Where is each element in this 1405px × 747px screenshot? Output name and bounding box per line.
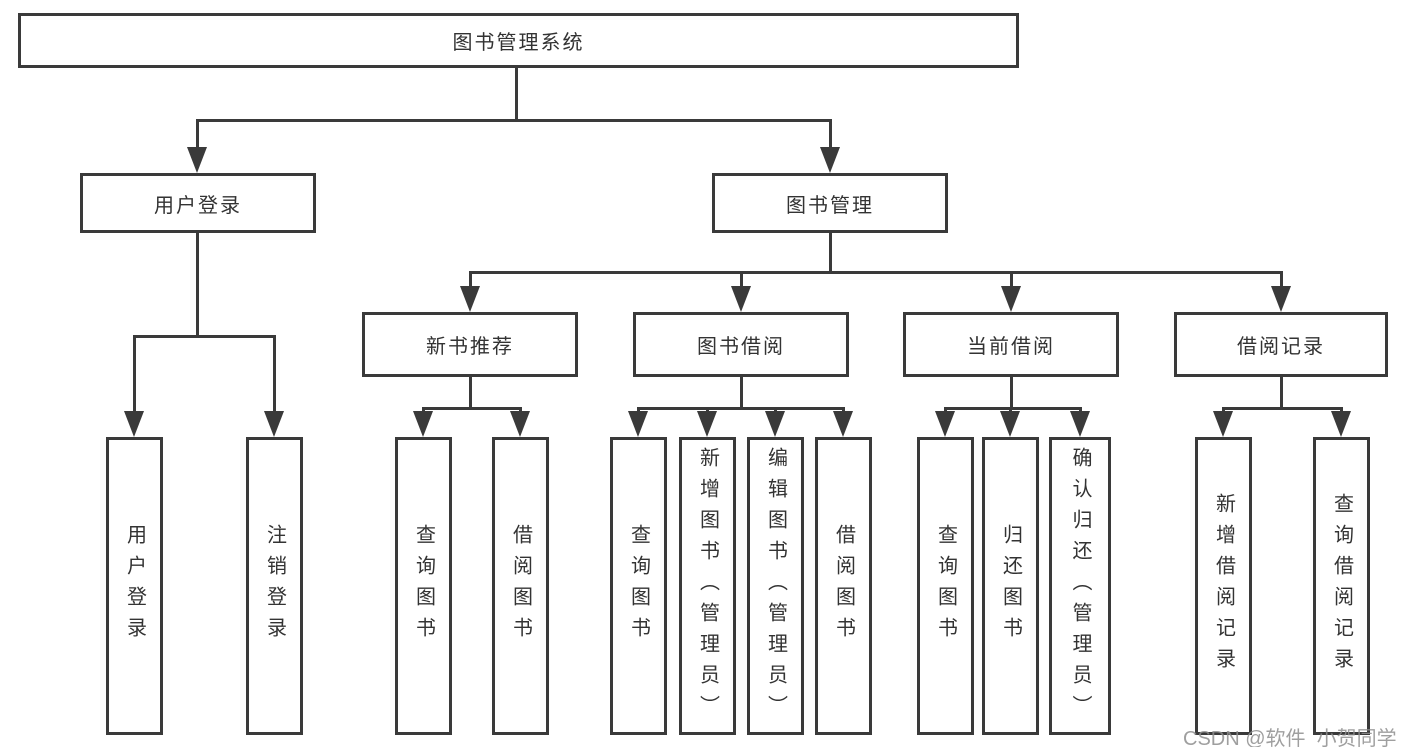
node-borrow-record: 借阅记录: [1174, 312, 1388, 377]
node-root: 图书管理系统: [18, 13, 1019, 68]
leaf-borrow-query: 查询图书: [610, 437, 667, 735]
arrowhead-borrow-borrow: [833, 411, 853, 437]
connector-current-stub: [1010, 376, 1013, 409]
connector-newbook-hline: [422, 407, 522, 410]
leaf-user-login: 用户登录: [106, 437, 163, 735]
connector-mgmt-hline: [469, 271, 1283, 274]
arrowhead-book-mgmt: [820, 147, 840, 173]
arrowhead-borrow-add: [697, 411, 717, 437]
connector-root-hline: [196, 119, 832, 122]
leaf-borrow-borrow: 借阅图书: [815, 437, 872, 735]
leaf-borrow-edit: 编辑图书（管理员）: [747, 437, 804, 735]
leaf-borrow-add-label: 新增图书（管理员）: [696, 446, 719, 726]
node-borrow-record-label: 借阅记录: [1237, 336, 1325, 358]
connector-user-hline: [133, 335, 276, 338]
leaf-borrow-query-label: 查询图书: [627, 524, 650, 648]
leaf-current-confirm-label: 确认归还（管理员）: [1069, 446, 1091, 726]
connector-borrow-stub: [740, 376, 743, 409]
arrowhead-borrow-edit: [765, 411, 785, 437]
connector-record-stub: [1280, 376, 1283, 409]
csdn-watermark: CSDN @软件_小贺同学: [1183, 728, 1397, 747]
leaf-record-add: 新增借阅记录: [1195, 437, 1252, 735]
arrowhead-new-book: [460, 286, 480, 312]
leaf-borrow-borrow-label: 借阅图书: [832, 524, 855, 648]
node-book-mgmt-label: 图书管理: [786, 194, 874, 217]
arrowhead-borrow-query: [628, 411, 648, 437]
arrowhead-leaf-user-login: [124, 411, 144, 437]
leaf-current-query-label: 查询图书: [934, 524, 957, 648]
connector-shaft-borrow-record: [1280, 271, 1283, 289]
leaf-record-add-label: 新增借阅记录: [1212, 493, 1235, 679]
node-current-borrow-label: 当前借阅: [967, 336, 1055, 358]
leaf-newbook-borrow-label: 借阅图书: [509, 524, 532, 648]
connector-mgmt-stub: [829, 231, 832, 273]
arrowhead-borrow-record: [1271, 286, 1291, 312]
leaf-current-query: 查询图书: [917, 437, 974, 735]
leaf-record-query: 查询借阅记录: [1313, 437, 1370, 735]
node-root-label: 图书管理系统: [452, 32, 585, 54]
node-user-login: 用户登录: [80, 173, 316, 233]
leaf-logout: 注销登录: [246, 437, 303, 735]
arrowhead-current-borrow: [1001, 286, 1021, 312]
leaf-current-return-label: 归还图书: [999, 524, 1022, 648]
arrowhead-newbook-query: [413, 411, 433, 437]
node-book-borrow: 图书借阅: [633, 312, 849, 377]
connector-shaft-book-mgmt: [829, 119, 832, 151]
connector-shaft-new-book: [469, 271, 472, 289]
connector-newbook-stub: [469, 376, 472, 409]
arrowhead-book-borrow: [731, 286, 751, 312]
node-new-book-label: 新书推荐: [426, 336, 514, 358]
arrowhead-user-login: [187, 147, 207, 173]
connector-root-stub: [515, 66, 518, 122]
connector-user-stub: [196, 231, 199, 337]
node-new-book: 新书推荐: [362, 312, 578, 377]
leaf-current-return: 归还图书: [982, 437, 1039, 735]
node-current-borrow: 当前借阅: [903, 312, 1119, 377]
arrowhead-current-confirm: [1070, 411, 1090, 437]
node-book-borrow-label: 图书借阅: [697, 336, 785, 358]
leaf-current-confirm: 确认归还（管理员）: [1049, 437, 1111, 735]
leaf-borrow-edit-label: 编辑图书（管理员）: [764, 446, 787, 726]
node-user-login-label: 用户登录: [154, 194, 242, 217]
arrowhead-current-return: [1000, 411, 1020, 437]
leaf-borrow-add: 新增图书（管理员）: [679, 437, 736, 735]
leaf-newbook-borrow: 借阅图书: [492, 437, 549, 735]
connector-borrow-hline: [637, 407, 845, 410]
arrowhead-newbook-borrow: [510, 411, 530, 437]
connector-record-hline: [1222, 407, 1343, 410]
leaf-newbook-query: 查询图书: [395, 437, 452, 735]
arrowhead-record-add: [1213, 411, 1233, 437]
leaf-logout-label: 注销登录: [263, 524, 286, 648]
connector-shaft-book-borrow: [740, 271, 743, 289]
arrowhead-current-query: [935, 411, 955, 437]
connector-current-hline: [944, 407, 1082, 410]
leaf-user-login-label: 用户登录: [123, 524, 146, 648]
leaf-newbook-query-label: 查询图书: [412, 524, 435, 648]
connector-shaft-user-login: [196, 119, 199, 151]
arrowhead-record-query: [1331, 411, 1351, 437]
node-book-mgmt: 图书管理: [712, 173, 948, 233]
connector-shaft-current-borrow: [1010, 271, 1013, 289]
arrowhead-leaf-logout: [264, 411, 284, 437]
leaf-record-query-label: 查询借阅记录: [1330, 493, 1353, 679]
connector-shaft-leaf-user-login: [133, 335, 136, 415]
connector-shaft-leaf-logout: [273, 335, 276, 415]
